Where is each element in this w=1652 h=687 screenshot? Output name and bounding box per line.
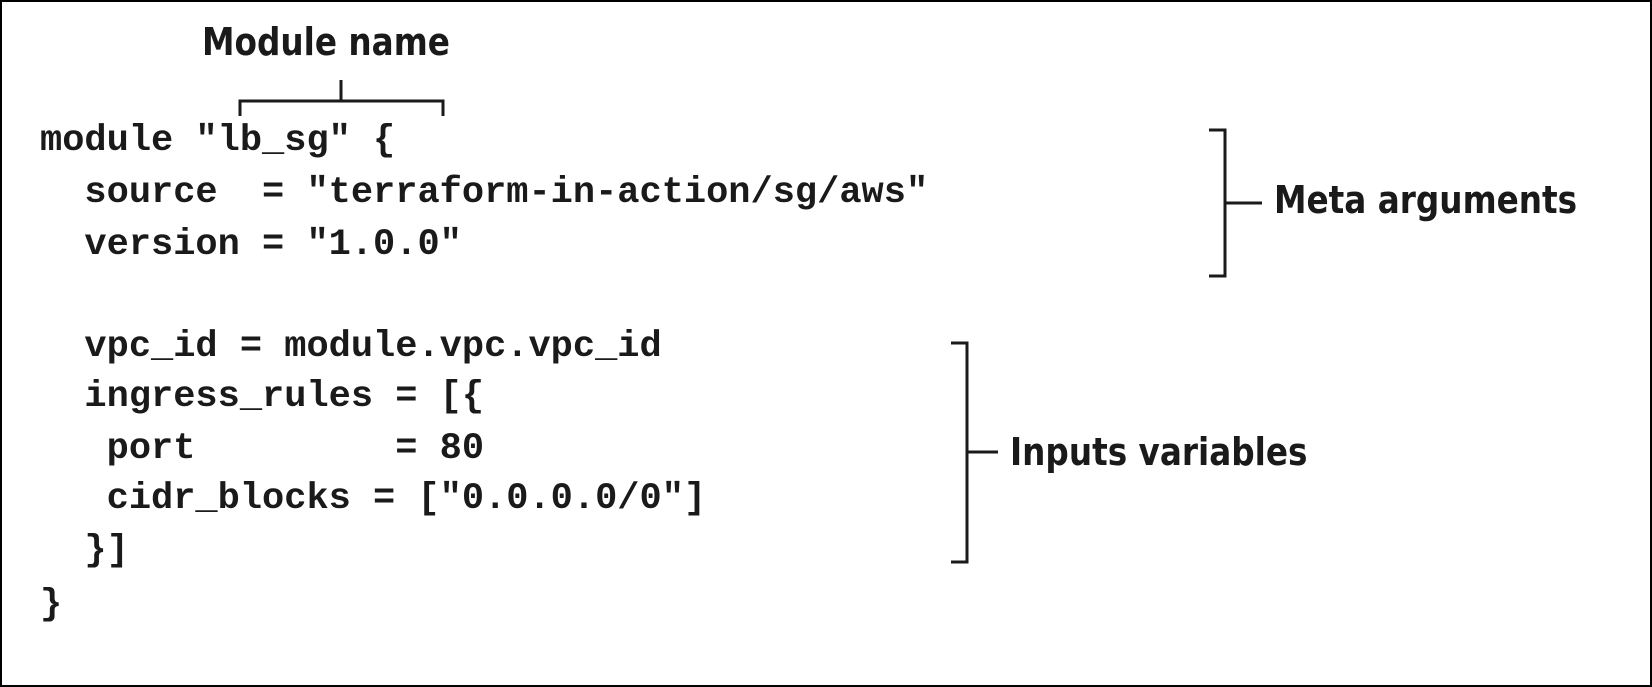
code-line-8: cidr_blocks = ["0.0.0.0/0"] [40, 478, 707, 520]
code-line-3: version = "1.0.0" [40, 224, 462, 266]
code-line-7: port = 80 [40, 428, 485, 470]
code-line-10: } [40, 584, 63, 626]
module-name-label: Module name [202, 20, 450, 64]
code-line-5: vpc_id = module.vpc.vpc_id [40, 326, 662, 368]
module-name-bracket [238, 99, 445, 116]
code-line-6: ingress_rules = [{ [40, 376, 485, 418]
meta-arguments-bracket [1209, 128, 1227, 278]
code-line-2: source = "terraform-in-action/sg/aws" [40, 172, 929, 214]
input-variables-label: Inputs variables [1010, 430, 1308, 474]
meta-arguments-label: Meta arguments [1274, 178, 1578, 222]
code-line-1: module "lb_sg" { [40, 120, 396, 162]
code-line-9: }] [40, 530, 129, 572]
input-variables-bracket [951, 341, 969, 564]
